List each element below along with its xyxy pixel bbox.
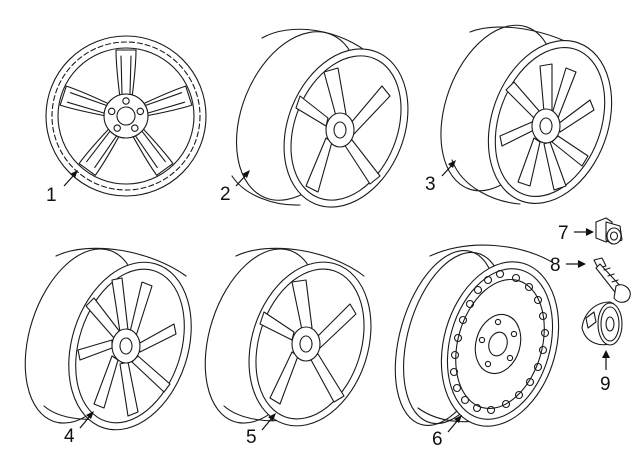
wheel-5-icon	[185, 234, 391, 441]
wheel-4-icon	[5, 234, 212, 445]
callout-4: 4	[64, 426, 75, 447]
callout-1: 1	[46, 185, 57, 206]
wheel-1-icon	[46, 36, 206, 196]
callout-8: 8	[550, 255, 561, 276]
callout-6: 6	[432, 429, 443, 450]
callout-9: 9	[600, 374, 611, 395]
wheel-2-icon	[213, 13, 430, 225]
callout-7: 7	[558, 223, 569, 244]
wheel-6-icon	[377, 239, 577, 440]
callout-5: 5	[246, 427, 257, 448]
callout-leaders	[64, 160, 610, 432]
lug-nut-icon	[596, 218, 622, 244]
callout-2: 2	[220, 184, 231, 205]
valve-stem-icon	[594, 258, 630, 302]
wheel-3-icon	[420, 9, 634, 220]
callout-3: 3	[425, 174, 436, 195]
center-cap-icon	[582, 302, 622, 345]
